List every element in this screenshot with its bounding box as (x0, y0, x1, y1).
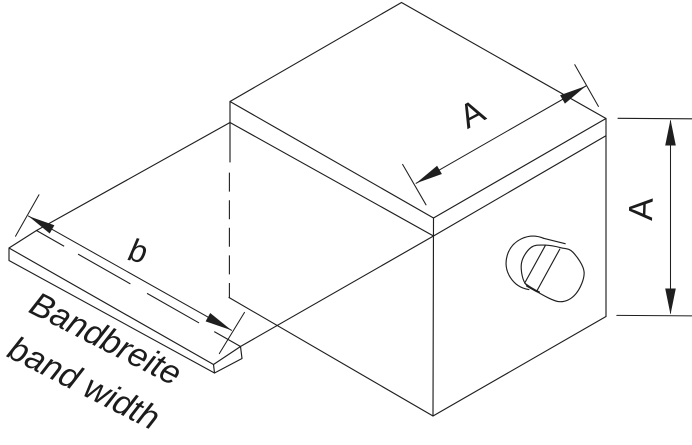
svg-text:b: b (126, 231, 151, 270)
svg-text:A: A (453, 92, 491, 136)
svg-text:A: A (622, 197, 661, 221)
